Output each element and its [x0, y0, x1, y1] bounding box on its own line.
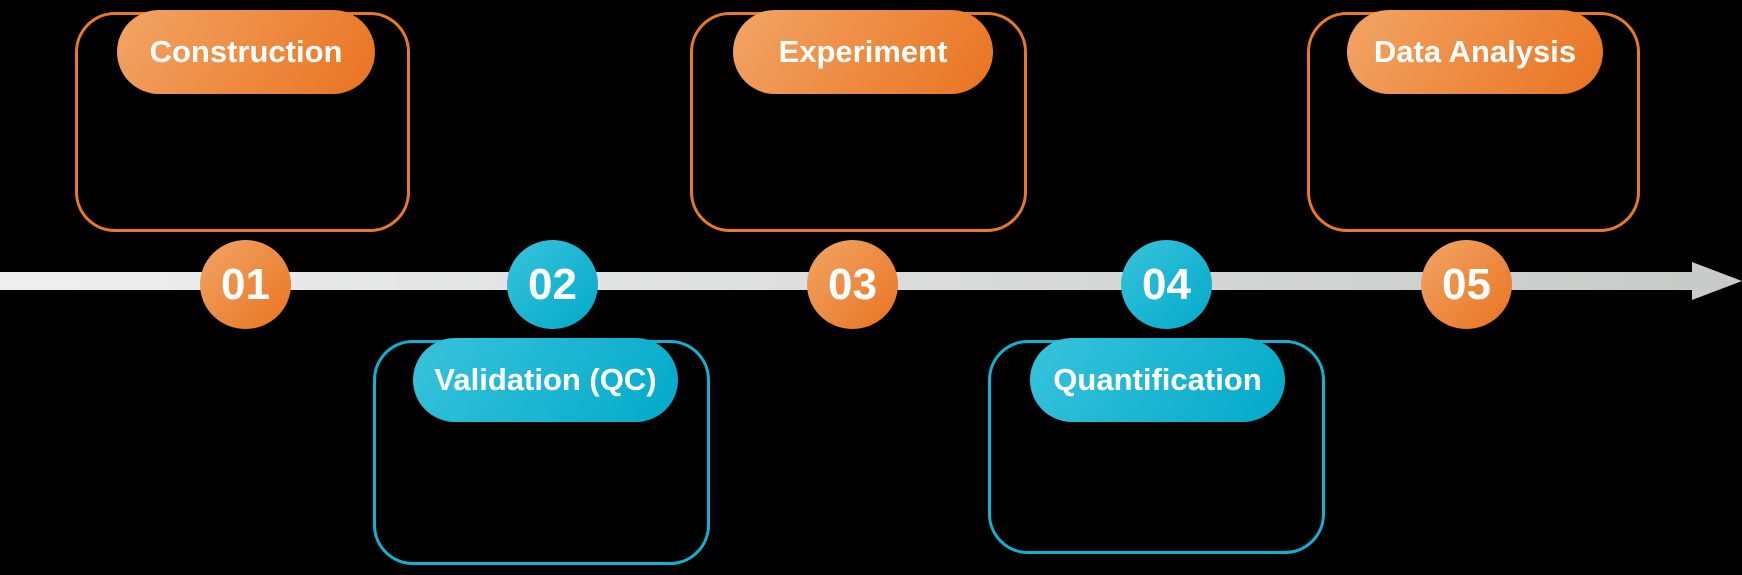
step-label-experiment: Experiment	[778, 34, 948, 69]
step-badge-01: 01	[200, 240, 291, 329]
step-badge-03: 03	[807, 240, 898, 329]
step-number-05: 05	[1442, 259, 1491, 309]
step-pill-experiment: Experiment	[733, 10, 993, 94]
step-label-quantification: Quantification	[1053, 362, 1262, 397]
step-badge-02: 02	[507, 240, 598, 329]
step-label-data-analysis: Data Analysis	[1373, 34, 1577, 69]
step-pill-construction: Construction	[117, 10, 375, 94]
step-number-03: 03	[828, 259, 877, 309]
step-label-construction: Construction	[149, 34, 343, 69]
step-pill-validation-qc: Validation (QC)	[413, 338, 678, 422]
step-pill-data-analysis: Data Analysis	[1347, 10, 1603, 94]
step-number-04: 04	[1142, 259, 1191, 309]
step-badge-05: 05	[1421, 240, 1512, 329]
timeline-arrowhead-icon	[1692, 262, 1742, 300]
step-label-validation-qc: Validation (QC)	[434, 362, 657, 397]
step-number-02: 02	[528, 259, 577, 309]
step-number-01: 01	[221, 259, 270, 309]
step-badge-04: 04	[1121, 240, 1212, 329]
step-pill-quantification: Quantification	[1030, 338, 1285, 422]
